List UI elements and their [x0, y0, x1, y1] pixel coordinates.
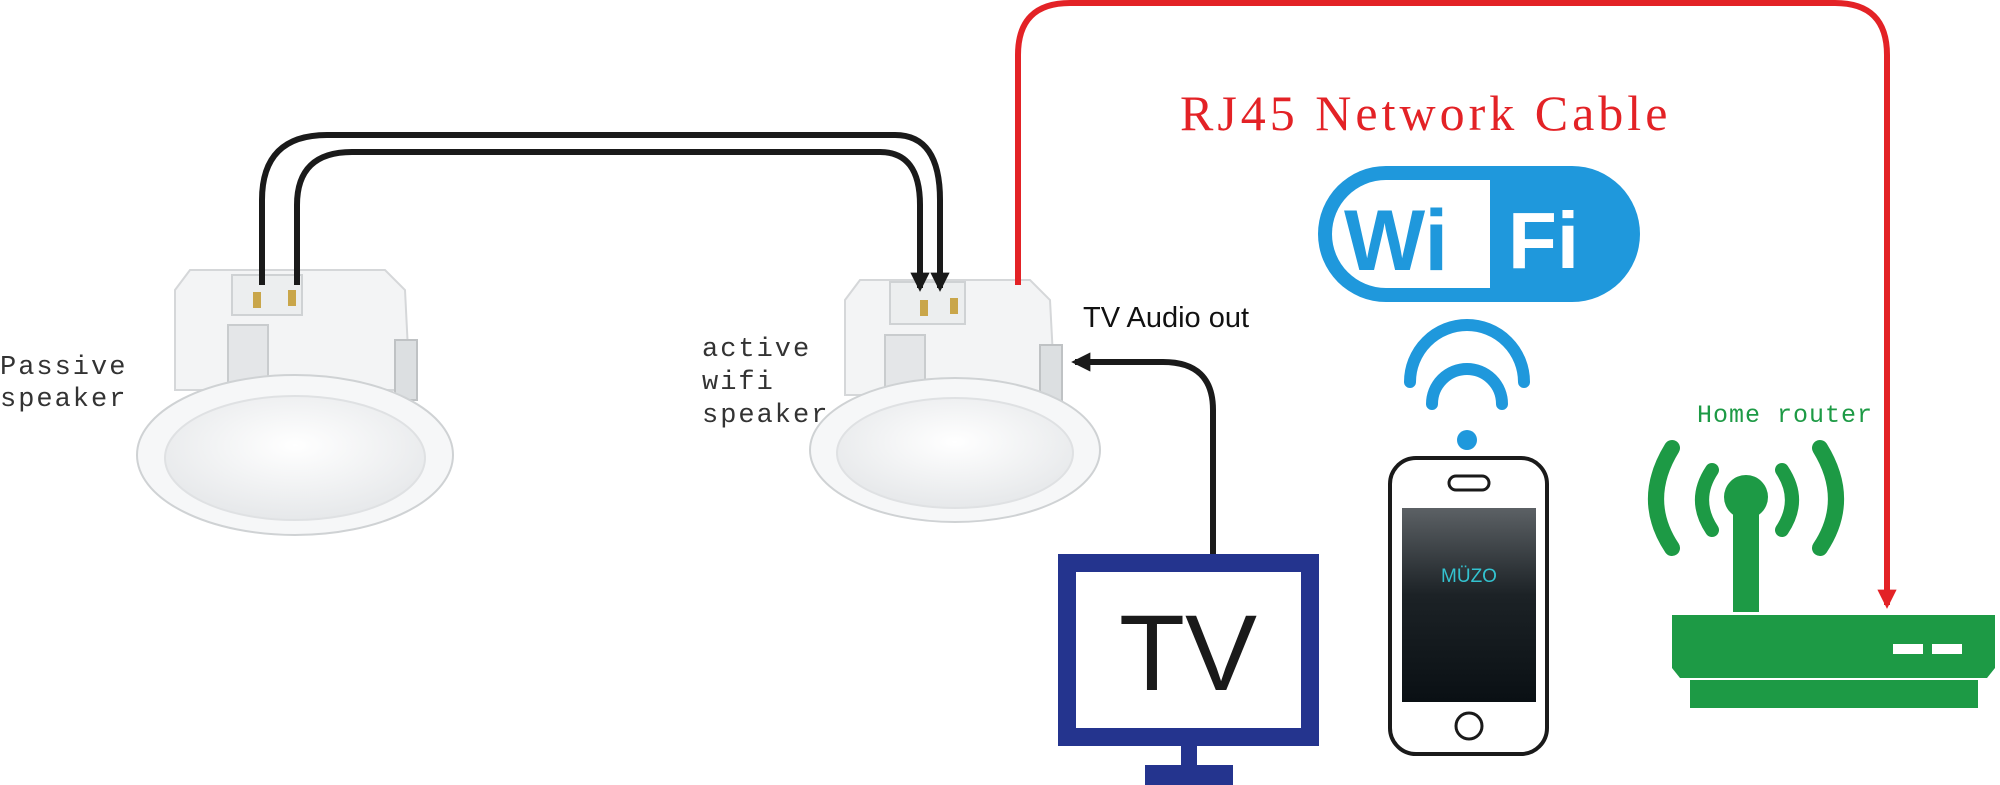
tv-icon: TV — [1058, 554, 1319, 785]
network-cable-label: RJ45 Network Cable — [1180, 85, 1671, 141]
wireless-signal-icon — [1404, 319, 1530, 450]
tv-text: TV — [1119, 592, 1257, 713]
home-router-icon: Home router — [1648, 401, 1995, 708]
passive-speaker — [136, 269, 454, 536]
active-speaker-label-line1: active — [702, 335, 811, 365]
network-cable — [1015, 0, 1897, 609]
passive-speaker-label-line1: Passive — [0, 353, 127, 383]
phone-app-name: MÜZO — [1441, 566, 1497, 587]
speaker-wire-1 — [259, 132, 950, 292]
passive-speaker-label-line2: speaker — [0, 385, 127, 415]
active-speaker-label-line3: speaker — [702, 401, 829, 431]
smartphone: MÜZO — [1388, 456, 1549, 756]
active-wifi-speaker — [809, 279, 1101, 523]
wifi-logo-fi: Fi — [1508, 196, 1579, 285]
tv-audio-label: TV Audio out — [1083, 302, 1249, 334]
tv-audio-cable — [1071, 352, 1216, 560]
wifi-logo-wi: Wi — [1344, 193, 1448, 289]
speaker-wire-2 — [294, 149, 930, 292]
wifi-logo: Wi Fi — [1318, 166, 1640, 302]
phone-home-button — [1454, 711, 1484, 741]
active-speaker-label-line2: wifi — [702, 368, 775, 398]
speaker-wire — [259, 132, 950, 292]
home-router-label: Home router — [1697, 401, 1873, 430]
